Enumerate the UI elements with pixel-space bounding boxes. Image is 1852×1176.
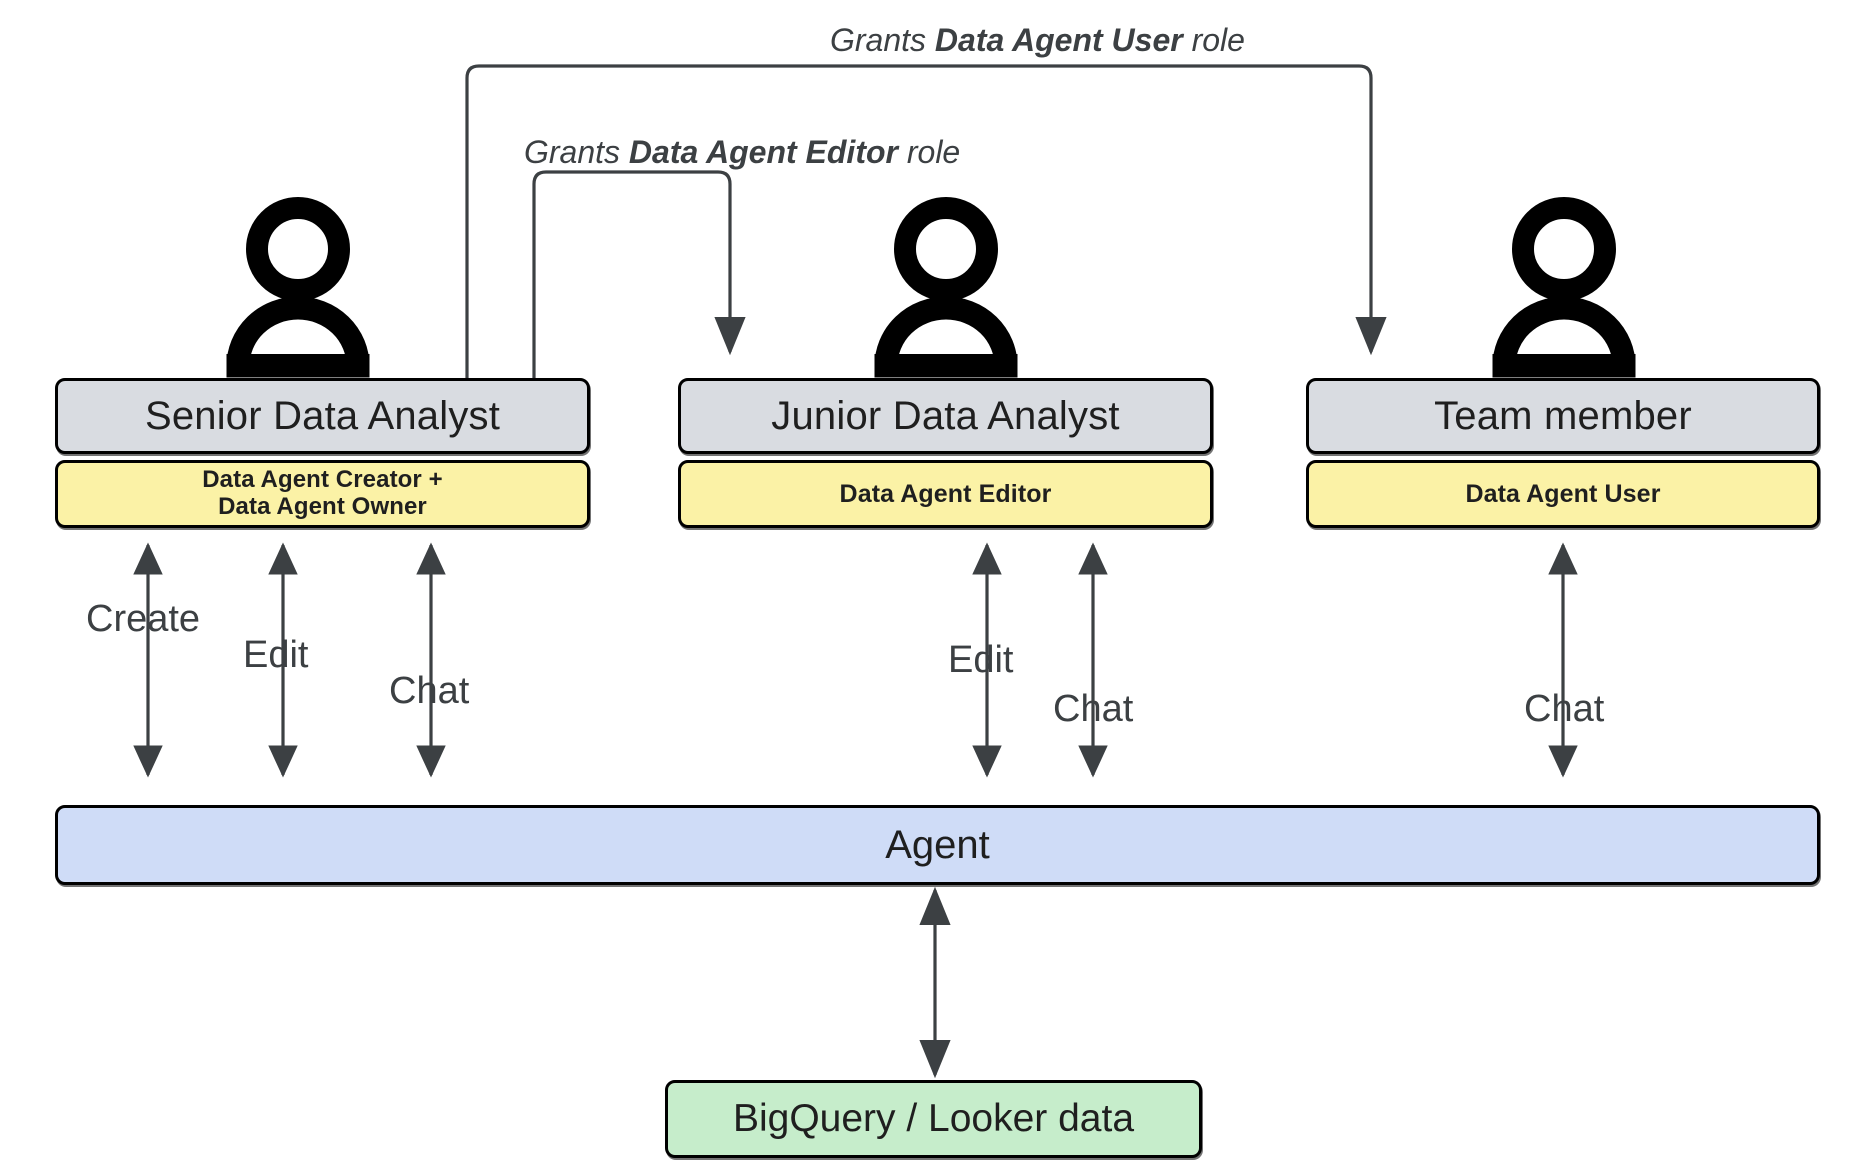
persona-role-team-member[interactable]: Data Agent User [1306, 460, 1820, 528]
person-icon [226, 197, 370, 378]
persona-role-line1: Data Agent Creator + [202, 466, 443, 494]
persona-title-label: Team member [1434, 393, 1692, 438]
grant-suffix: role [897, 134, 961, 170]
persona-role-senior-data-analyst[interactable]: Data Agent Creator +Data Agent Owner [55, 460, 590, 528]
persona-role-line2: Data Agent Owner [218, 493, 427, 520]
datasource-label: BigQuery / Looker data [732, 1097, 1135, 1141]
grant-role: Data Agent Editor [628, 134, 898, 170]
persona-title-senior-data-analyst[interactable]: Senior Data Analyst [55, 378, 590, 454]
persona-role-junior-data-analyst[interactable]: Data Agent Editor [678, 460, 1213, 528]
action-label-edit-junior: Edit [948, 639, 1014, 681]
grant-prefix: Grants [524, 134, 629, 170]
persona-role-label: Data Agent User [1465, 480, 1661, 508]
persona-role-label: Data Agent Editor [839, 480, 1052, 508]
action-label-chat-junior: Chat [1053, 688, 1134, 730]
action-label-edit-senior: Edit [243, 634, 309, 676]
persona-role-label: Data Agent Creator +Data Agent Owner [58, 466, 587, 521]
action-label-chat-senior: Chat [389, 670, 470, 712]
persona-title-junior-data-analyst[interactable]: Junior Data Analyst [678, 378, 1213, 454]
person-icon [874, 197, 1018, 378]
connector-grants-data-agent-user [465, 64, 1387, 378]
agent-bar[interactable]: Agent [55, 805, 1820, 885]
persona-title-team-member[interactable]: Team member [1306, 378, 1820, 454]
persona-title-label: Junior Data Analyst [771, 393, 1120, 438]
datasource-box[interactable]: BigQuery / Looker data [665, 1080, 1202, 1158]
action-label-create: Create [86, 598, 201, 640]
connector-grants-data-agent-editor [532, 170, 746, 378]
grant-label-data-agent-user: Grants Data Agent User role [830, 24, 1245, 56]
person-icon [1492, 197, 1636, 378]
persona-title-label: Senior Data Analyst [144, 393, 501, 438]
grant-prefix: Grants [830, 22, 935, 58]
grant-label-data-agent-editor: Grants Data Agent Editor role [524, 136, 960, 168]
grant-suffix: role [1182, 22, 1245, 58]
grant-role: Data Agent User [934, 22, 1183, 58]
agent-label: Agent [885, 822, 990, 867]
action-label-chat-team: Chat [1524, 688, 1605, 730]
